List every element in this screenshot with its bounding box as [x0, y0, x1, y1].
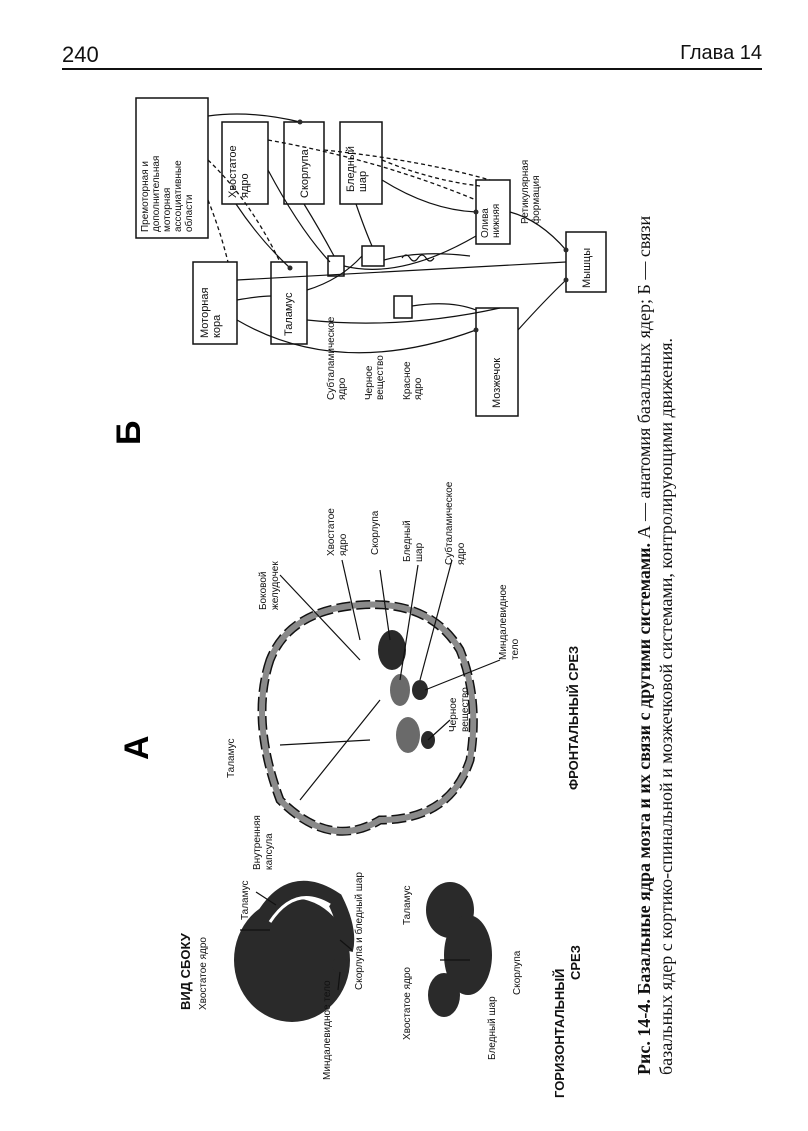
panel-a: А ВИД СБОКУ Хвостатое ядро Таламус Скорл… [118, 481, 583, 1098]
chapter-label: Глава 14 [680, 42, 762, 64]
frontal-label-internal-capsule-1: Внутренняя [252, 815, 263, 870]
frontal-label-putamen: Скорлупа [370, 510, 381, 555]
caudate-tail-shape [255, 880, 355, 952]
cortex-outline [257, 600, 478, 836]
frontal-label-substantia-2: вещество [460, 687, 471, 732]
frontal-label-amygdala-2: тело [510, 638, 521, 660]
horizontal-title-1: ГОРИЗОНТАЛЬНЫЙ [552, 969, 567, 1098]
svg-text:Красное: Красное [402, 361, 413, 400]
frontal-thalamus [396, 717, 420, 753]
frontal-putamen [378, 630, 406, 670]
frontal-label-caudate-2: ядро [338, 533, 349, 556]
panel-a-letter: А [118, 735, 156, 760]
svg-text:Черное: Черное [364, 365, 375, 400]
connections [207, 113, 569, 354]
svg-text:вещество: вещество [375, 355, 386, 400]
label-red-nucleus: Красное ядро [402, 361, 424, 400]
amygdala-shape [332, 957, 348, 973]
frontal-label-caudate-1: Хвостатое [326, 508, 337, 556]
label-reticular-formation: Ретикулярная формация [520, 160, 542, 224]
red-nucleus-node [393, 295, 413, 319]
box-globus-pallidus: Бледный шар [339, 121, 383, 205]
side-label-amygdala: Миндалевидное тело [322, 980, 333, 1080]
horizontal-section: ГОРИЗОНТАЛЬНЫЙ СРЕЗ Хвостатое ядро Талам… [402, 882, 583, 1098]
caption-line-1: Рис. 14-4. Базальные ядра мозга и их свя… [634, 216, 654, 1075]
svg-text:шар: шар [357, 171, 369, 192]
svg-text:формация: формация [530, 175, 542, 224]
caption-line-2: базальных ядер с кортико-спинальной и мо… [656, 338, 676, 1075]
label-substantia-nigra: Черное вещество [364, 355, 386, 400]
frontal-section: ФРОНТАЛЬНЫЙ СРЕЗ Внутренняя [226, 481, 581, 870]
svg-text:моторная: моторная [162, 188, 173, 232]
box-inferior-olive: Олива нижняя [475, 179, 511, 245]
frontal-label-substantia-1: Черное [448, 697, 459, 732]
svg-text:ассоциативные: ассоциативные [173, 160, 184, 232]
svg-text:Мозжечок: Мозжечок [491, 358, 503, 408]
svg-text:Ретикулярная: Ретикулярная [520, 160, 531, 224]
frontal-label-globus-1: Бледный [402, 520, 413, 562]
box-putamen: Скорлупа [283, 121, 325, 205]
svg-text:нижняя: нижняя [491, 204, 502, 238]
frontal-label-internal-capsule-2: капсула [264, 833, 275, 870]
svg-text:Премоторная и: Премоторная и [140, 161, 151, 232]
svg-text:Моторная: Моторная [199, 287, 211, 338]
box-premotor: Премоторная и дополнительная моторная ас… [135, 97, 209, 239]
svg-text:Бледный: Бледный [345, 146, 357, 192]
frontal-amygdala [412, 680, 428, 700]
svg-text:кора: кора [211, 314, 223, 338]
svg-text:Таламус: Таламус [283, 292, 295, 336]
frontal-label-thalamus: Таламус [226, 739, 237, 779]
frontal-globus [390, 674, 410, 706]
substantia-nigra-node [361, 245, 385, 267]
box-muscles: Мышцы [565, 231, 607, 293]
frontal-label-ventricle-2: желудочек [270, 561, 281, 610]
box-motor-cortex: Моторная кора [192, 261, 238, 345]
svg-text:дополнительная: дополнительная [151, 156, 162, 232]
side-label-putamen-globus: Скорлупа и бледный шар [353, 872, 365, 990]
svg-text:области: области [183, 195, 195, 232]
svg-text:Мышцы: Мышцы [581, 248, 593, 288]
lentiform-shape [234, 898, 350, 1022]
side-label-thalamus: Таламус [240, 881, 251, 921]
horizontal-title-2: СРЕЗ [568, 945, 583, 980]
panel-b-letter: Б [110, 421, 148, 445]
header-rule [62, 68, 762, 70]
svg-text:Хвостатое: Хвостатое [227, 145, 239, 198]
box-caudate: Хвостатое ядро [221, 121, 269, 205]
figure-caption: Рис. 14-4. Базальные ядра мозга и их свя… [634, 216, 676, 1075]
box-cerebellum: Мозжечок [475, 307, 519, 417]
frontal-label-globus-2: шар [414, 542, 425, 562]
svg-text:ядро: ядро [337, 377, 348, 400]
svg-text:ядро: ядро [413, 377, 424, 400]
frontal-label-subthalamic-2: ядро [456, 542, 467, 565]
svg-text:Олива: Олива [480, 208, 491, 238]
horizontal-label-caudate: Хвостатое ядро [402, 967, 413, 1040]
frontal-title: ФРОНТАЛЬНЫЙ СРЕЗ [566, 646, 581, 790]
svg-text:Субталамическое: Субталамическое [325, 316, 337, 400]
side-view-title: ВИД СБОКУ [178, 932, 193, 1010]
panel-b: Б Премоторная и дополнительная моторная … [110, 97, 607, 445]
side-view: ВИД СБОКУ Хвостатое ядро Таламус Скорлуп… [178, 872, 365, 1080]
svg-text:ядро: ядро [239, 173, 251, 198]
page-number: 240 [62, 42, 99, 67]
side-label-caudate: Хвостатое ядро [198, 937, 209, 1010]
label-subthalamic: Субталамическое ядро [325, 316, 348, 400]
frontal-label-amygdala-1: Миндалевидное [498, 584, 509, 660]
horizontal-label-putamen: Скорлупа [512, 950, 523, 995]
frontal-label-ventricle-1: Боковой [258, 571, 269, 610]
horizontal-label-globus: Бледный шар [487, 996, 498, 1060]
frontal-label-subthalamic-1: Субталамическое [443, 481, 455, 565]
horizontal-label-thalamus: Таламус [402, 886, 413, 926]
svg-text:Скорлупа: Скорлупа [299, 148, 311, 198]
box-thalamus: Таламус [270, 261, 308, 345]
